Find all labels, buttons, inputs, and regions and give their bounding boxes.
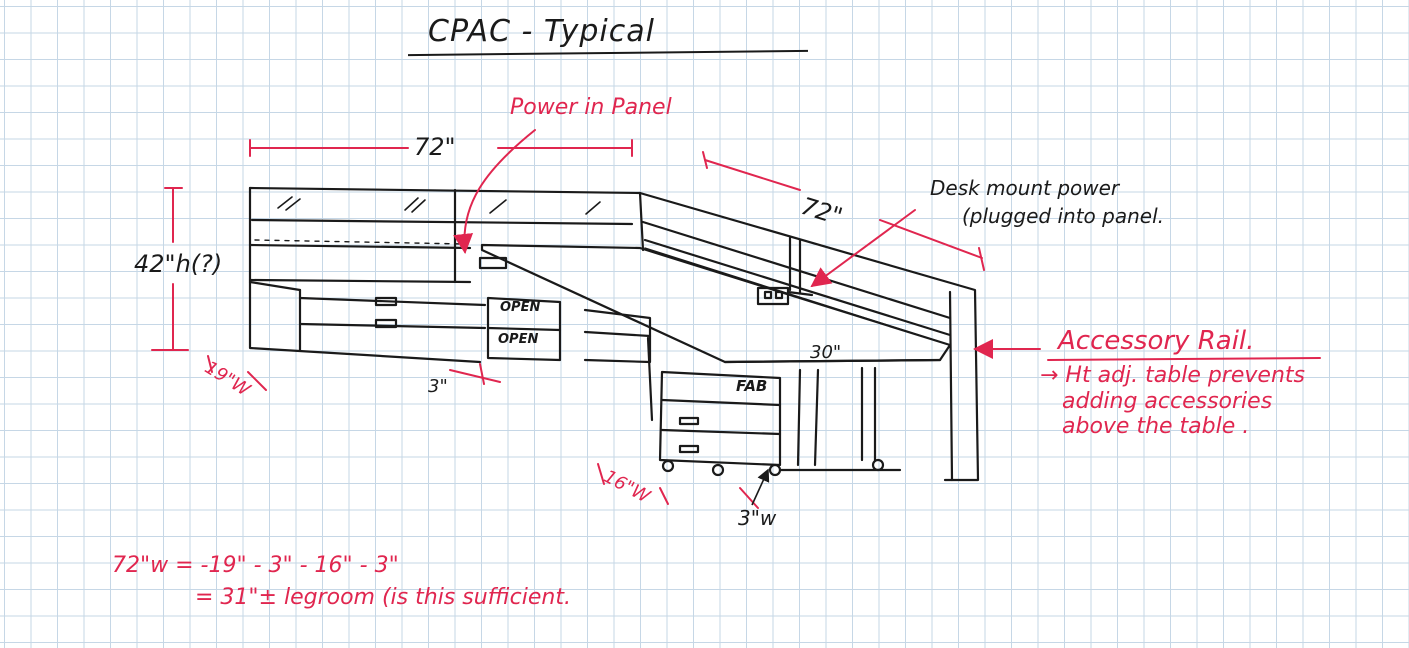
open-shelf-label-1: OPEN [500,300,541,315]
desk-power-label-line1: Desk mount power [930,176,1120,200]
fab-label: FAB [736,377,768,395]
gap-3-label: 3" [428,376,448,397]
desk-power-label-line2: (plugged into panel. [962,204,1164,228]
accessory-note-line1: → Ht adj. table prevents [1040,363,1305,388]
power-in-panel-label: Power in Panel [510,95,672,120]
height-label: 42"h(?) [134,250,223,278]
depth-30-label: 30" [810,342,842,363]
accessory-note-line2: adding accessories [1062,389,1273,414]
right-panel [638,191,980,482]
left-desk-and-storage [248,280,652,364]
gap-3w-label: 3"w [738,506,777,530]
mobile-pedestal [658,370,885,477]
top-width-label: 72" [414,133,456,161]
accessory-note-line3: above the table . [1062,414,1250,439]
drawing-title: CPAC - Typical [428,14,655,49]
pedestal-gap-leader [751,468,770,506]
accessory-rail-label: Accessory Rail. [1058,326,1255,356]
dimension-markup [151,129,1321,509]
left-panel-run [248,186,642,364]
workstation-drawing [248,186,980,482]
legroom-calc-line2: = 31"± legroom (is this sufficient. [195,585,571,610]
legroom-calc-line1: 72"w = -19" - 3" - 16" - 3" [112,553,399,578]
adjustable-table [478,243,952,472]
open-shelf-label-2: OPEN [498,332,539,347]
